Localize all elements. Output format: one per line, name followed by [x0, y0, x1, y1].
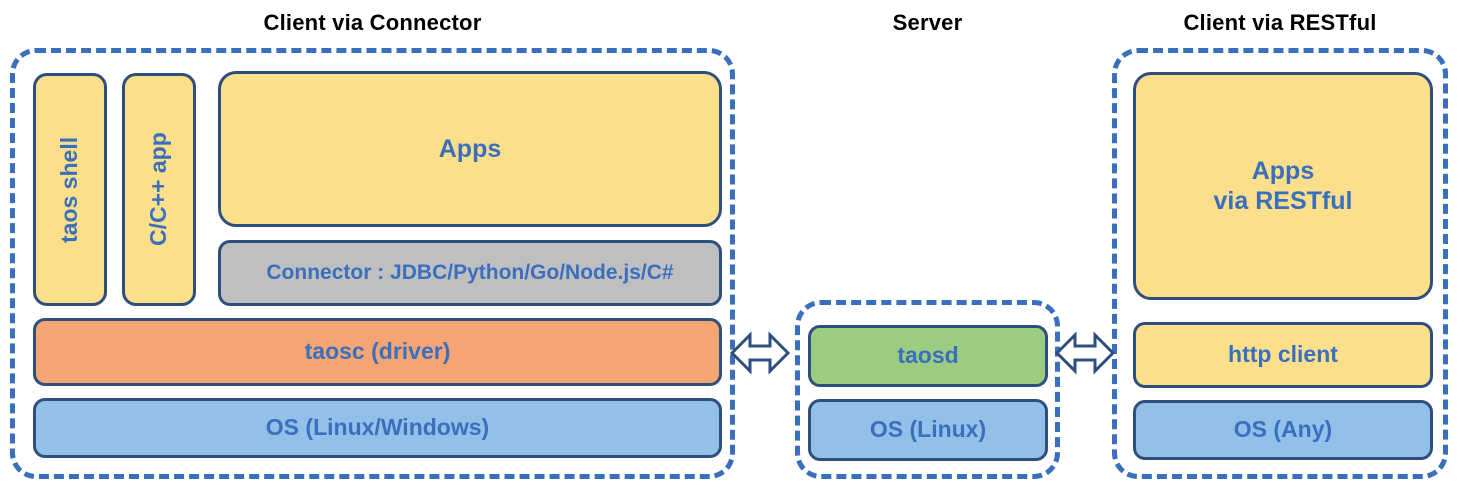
block-connector-list: Connector : JDBC/Python/Go/Node.js/C#	[218, 240, 722, 306]
section-title-server: Server	[892, 10, 963, 35]
block-taos-shell: taos shell	[33, 73, 107, 306]
block-apps-via-restful-line1: Apps	[1251, 157, 1315, 185]
block-taosd: taosd	[808, 325, 1048, 387]
block-os-linux-windows: OS (Linux/Windows)	[33, 398, 722, 458]
block-taosc-driver: taosc (driver)	[33, 318, 722, 386]
block-os-linux: OS (Linux)	[808, 399, 1048, 461]
block-os-any: OS (Any)	[1133, 400, 1433, 460]
bidirectional-arrow-icon-right	[1055, 331, 1115, 375]
block-http-client: http client	[1133, 322, 1433, 388]
section-title-client-restful: Client via RESTful	[1183, 10, 1377, 35]
group-server	[795, 300, 1060, 479]
block-apps-via-restful-line2: via RESTful	[1213, 187, 1353, 215]
group-client-via-connector	[10, 48, 735, 479]
block-c-cpp-app: C/C++ app	[122, 73, 196, 306]
block-apps: Apps	[218, 71, 722, 227]
bidirectional-arrow-icon-left	[730, 331, 790, 375]
group-client-via-restful	[1112, 48, 1448, 479]
block-apps-via-restful: Apps via RESTful	[1133, 72, 1433, 300]
section-title-client-connector: Client via Connector	[263, 10, 482, 35]
